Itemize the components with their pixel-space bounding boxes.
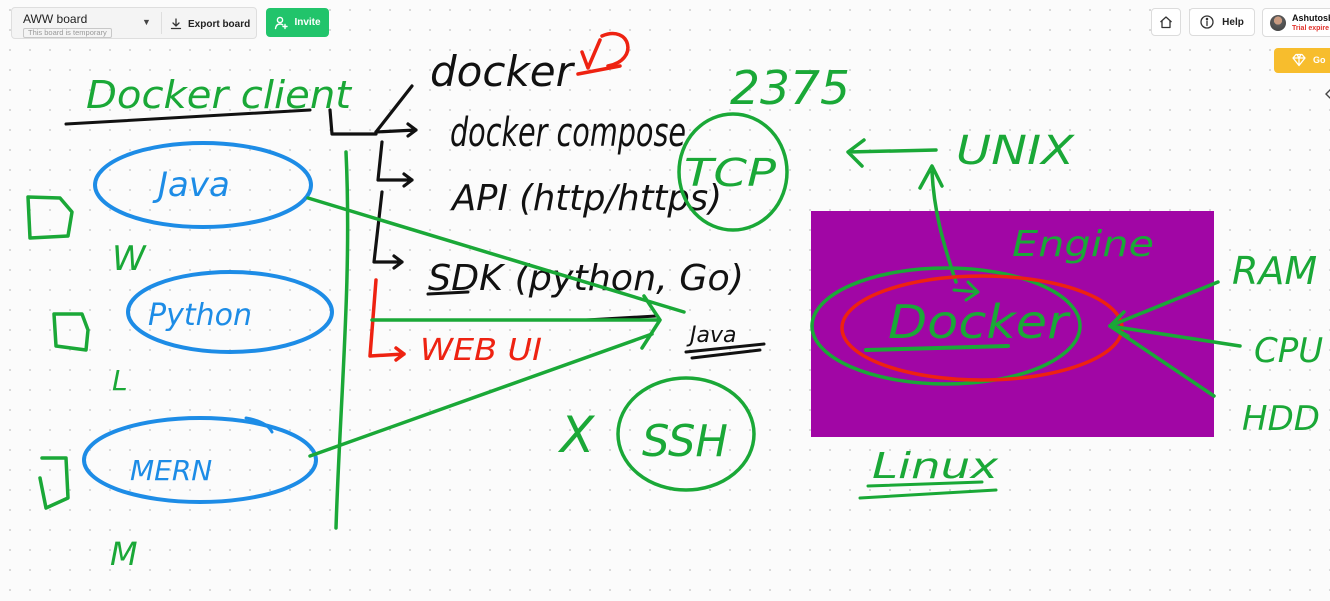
help-label: Help	[1222, 16, 1244, 28]
docker-client-heading: Docker client	[64, 73, 353, 126]
export-board-button[interactable]: Export board	[170, 14, 250, 34]
info-icon	[1200, 15, 1214, 29]
connection-lines	[306, 196, 686, 458]
linux-underline	[858, 480, 998, 500]
chevron-left-icon[interactable]	[1324, 89, 1330, 99]
divider	[161, 12, 162, 34]
invite-button[interactable]: Invite	[266, 8, 329, 37]
linux-host-box	[811, 211, 1214, 437]
w-letter: W	[112, 239, 147, 279]
board-title[interactable]: AWW board	[23, 12, 88, 26]
docker-client-text: Docker client	[86, 73, 353, 117]
docker-compose-text: docker compose	[450, 110, 686, 156]
user-account-menu[interactable]: Ashutosh Trial expire	[1262, 8, 1330, 37]
ssh-text: SSH	[642, 416, 728, 467]
linux-text: Linux	[872, 446, 999, 487]
trial-status: Trial expire	[1292, 25, 1329, 32]
invite-label: Invite	[294, 17, 321, 28]
l-letter: L	[112, 364, 128, 397]
client-python: Python L	[52, 270, 334, 397]
port-text: 2375	[730, 61, 850, 115]
webui-text: WEB UI	[420, 333, 542, 368]
m-letter: M	[110, 535, 138, 573]
engine-text: Engine	[1012, 224, 1154, 265]
client-java: Java W	[26, 141, 313, 279]
sdk-text: SDK (python, Go)	[428, 258, 744, 299]
mern-text: MERN	[130, 454, 212, 487]
tcp-text: TCP	[684, 151, 776, 195]
webui-branch	[368, 278, 406, 362]
home-button[interactable]	[1151, 8, 1181, 36]
x-mark: X	[557, 406, 596, 464]
unix-text: UNIX	[956, 128, 1076, 174]
caret-down-icon[interactable]: ▼	[142, 17, 151, 27]
api-text: API (http/https)	[450, 178, 722, 219]
docker-engine-text: Docker	[888, 295, 1071, 349]
help-button[interactable]: Help	[1189, 8, 1255, 36]
client-mern: MERN M	[38, 416, 318, 573]
python-text: Python	[148, 298, 252, 333]
hdd-text: HDD	[1242, 399, 1320, 439]
board-menu[interactable]: AWW board This board is temporary ▼ Expo…	[11, 7, 257, 39]
add-user-icon	[275, 16, 289, 29]
ram-text: RAM	[1232, 249, 1317, 293]
cpu-text: CPU	[1254, 331, 1323, 371]
java-small-underline	[684, 342, 766, 360]
go-pro-button[interactable]: Go	[1274, 48, 1330, 73]
home-icon	[1160, 16, 1172, 29]
docker-check-mark	[576, 31, 630, 76]
ssh-circle: SSH	[616, 376, 756, 492]
docker-cmd-text: docker	[430, 47, 576, 96]
java-small-text: Java	[686, 323, 736, 348]
diamond-icon	[1292, 53, 1306, 67]
sdk-underline	[426, 290, 470, 296]
board-temporary-note: This board is temporary	[23, 28, 112, 38]
go-pro-label: Go	[1313, 55, 1326, 65]
resource-arrows	[1108, 280, 1242, 398]
tcp-circle: TCP	[677, 112, 789, 232]
download-icon	[170, 18, 182, 30]
java-text: Java	[152, 165, 230, 205]
interface-bracket	[328, 84, 418, 270]
divider-line	[334, 150, 350, 530]
export-board-label: Export board	[188, 18, 251, 30]
user-name: Ashutosh	[1292, 13, 1330, 23]
avatar	[1270, 15, 1286, 31]
